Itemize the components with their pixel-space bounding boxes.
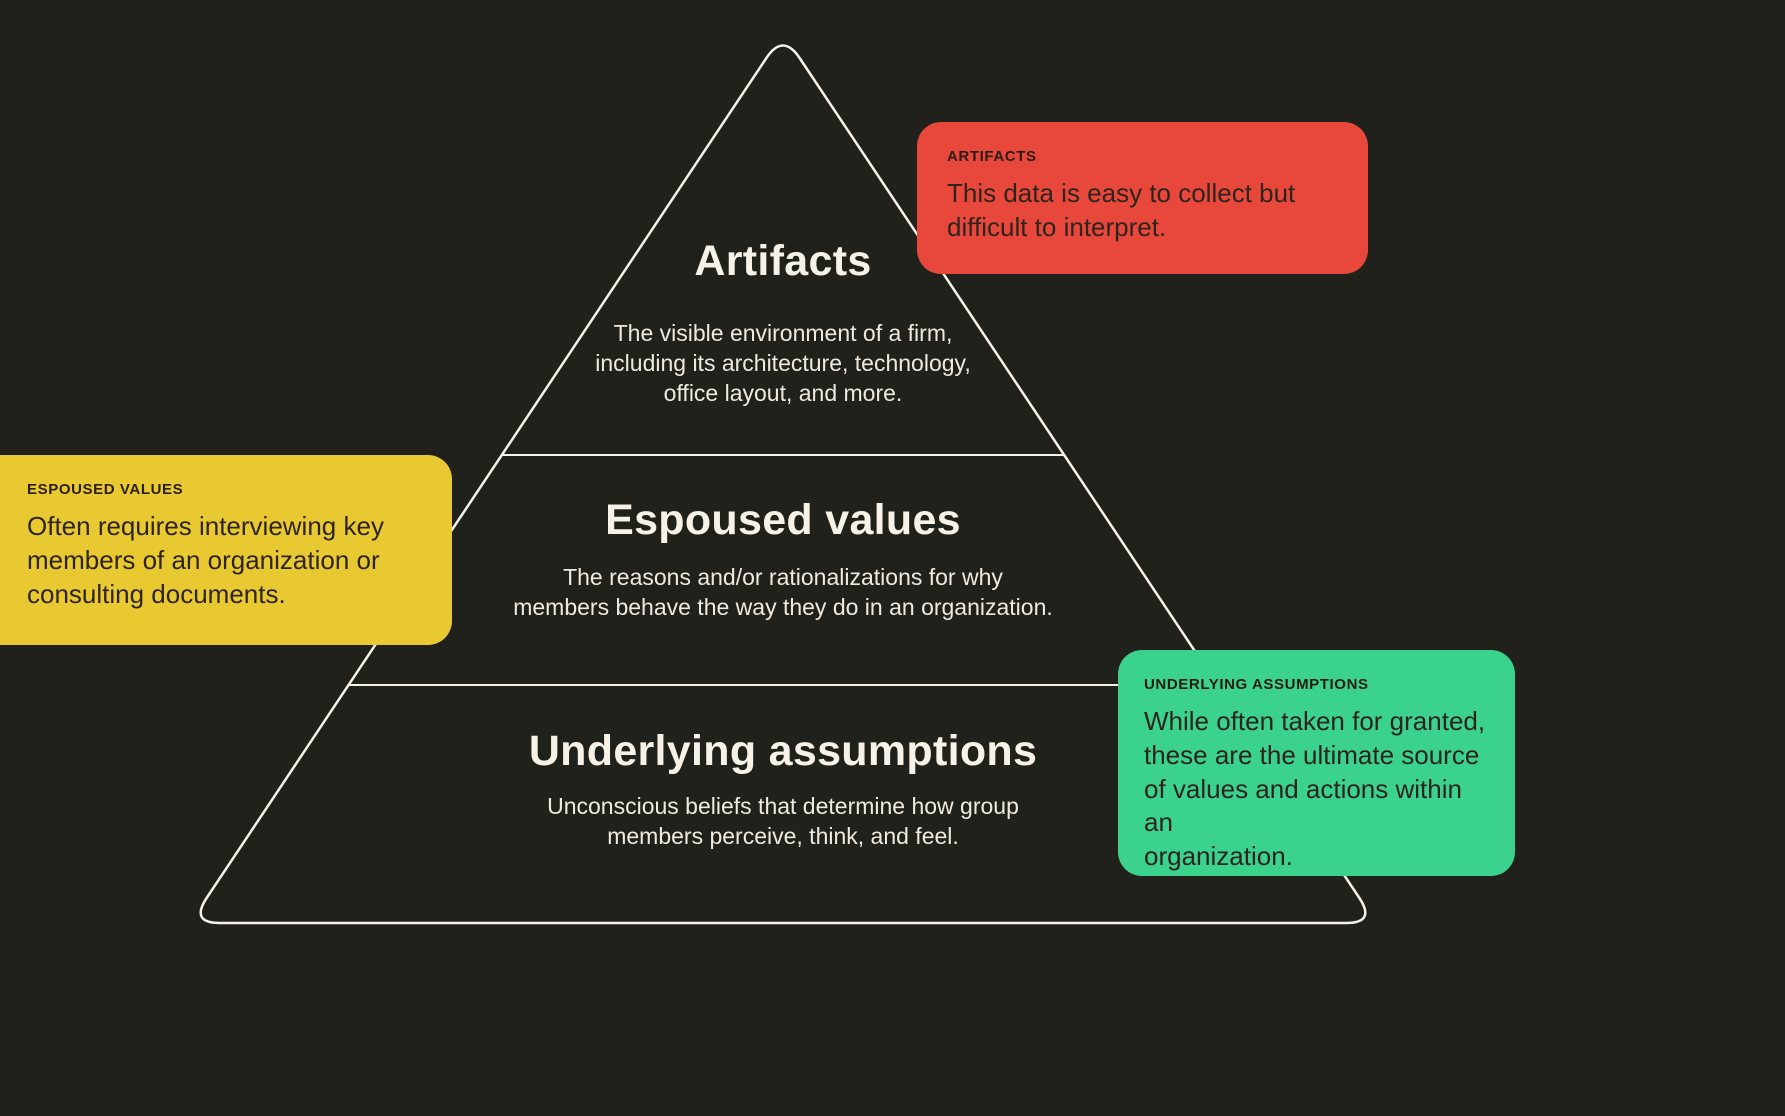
pyramid-outline xyxy=(199,44,1367,925)
callout-underlying-assumptions-label: UNDERLYING ASSUMPTIONS xyxy=(1144,676,1369,693)
callout-espoused-values: ESPOUSED VALUES Often requires interview… xyxy=(0,455,452,645)
level-artifacts: Artifacts The visible environment of a f… xyxy=(333,237,1233,409)
callout-espoused-values-text: Often requires interviewing key members … xyxy=(27,511,384,609)
level-artifacts-title: Artifacts xyxy=(694,237,872,285)
level-underlying-assumptions-title: Underlying assumptions xyxy=(528,727,1038,775)
level-espoused-values: Espoused values The reasons and/or ratio… xyxy=(333,496,1233,623)
level-espoused-values-title: Espoused values xyxy=(605,496,961,544)
callout-espoused-values-label: ESPOUSED VALUES xyxy=(27,481,184,498)
callout-underlying-assumptions: UNDERLYING ASSUMPTIONS While often taken… xyxy=(1118,650,1515,876)
level-espoused-values-description: The reasons and/or rationalizations for … xyxy=(513,564,1053,620)
callout-underlying-assumptions-text: While often taken for granted, these are… xyxy=(1144,706,1486,872)
callout-artifacts: ARTIFACTS This data is easy to collect b… xyxy=(917,122,1368,274)
callout-artifacts-label: ARTIFACTS xyxy=(947,148,1037,165)
level-artifacts-description: The visible environment of a firm, inclu… xyxy=(595,320,971,406)
callout-artifacts-text: This data is easy to collect but difficu… xyxy=(947,178,1296,242)
level-underlying-assumptions-description: Unconscious beliefs that determine how g… xyxy=(547,793,1019,849)
level-underlying-assumptions: Underlying assumptions Unconscious belie… xyxy=(333,727,1233,852)
